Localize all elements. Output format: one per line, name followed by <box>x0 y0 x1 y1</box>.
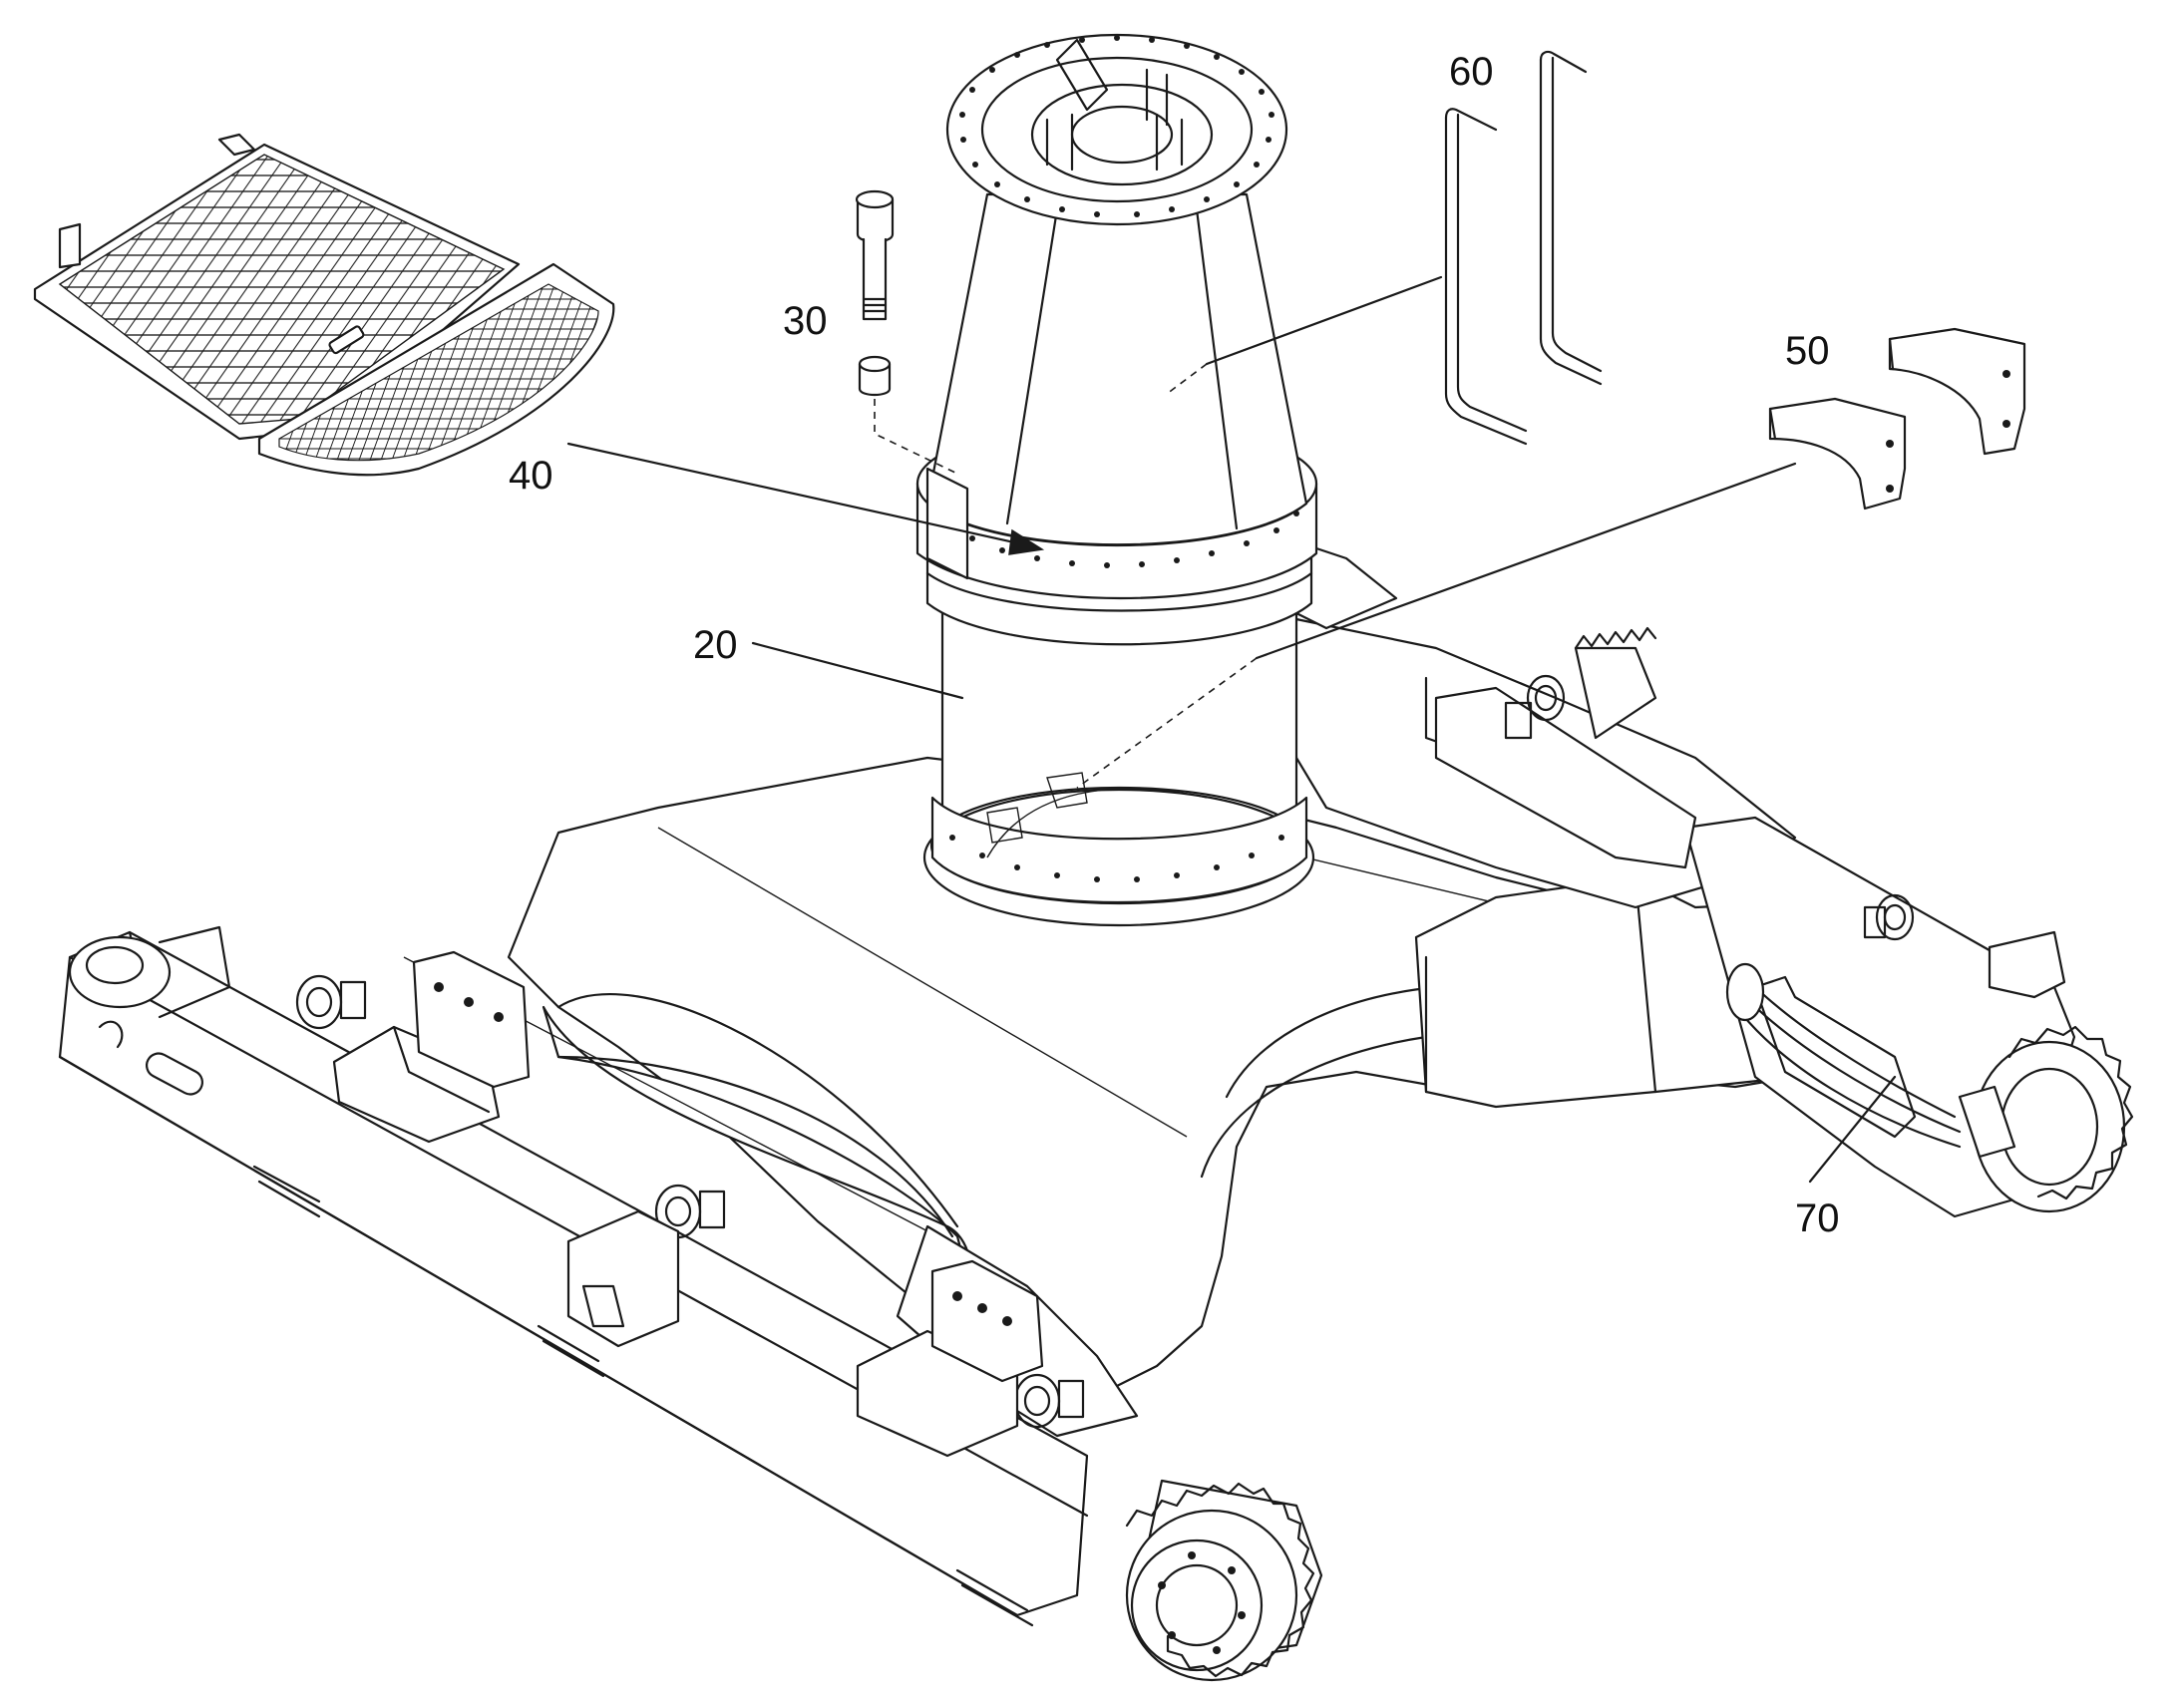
drive-sprocket-front <box>1125 1479 1323 1682</box>
right-track-frame <box>1683 816 2134 1218</box>
leader-40 <box>566 442 1034 548</box>
callout-labels: 20 30 40 50 60 70 <box>509 50 1840 1240</box>
callout-30: 30 <box>783 299 828 343</box>
leader-60 <box>1205 275 1443 366</box>
callout-70: 70 <box>1795 1196 1840 1240</box>
top-flange-bolt-holes <box>959 35 1274 217</box>
brackets-50 <box>1768 327 2026 511</box>
callout-20: 20 <box>693 623 738 667</box>
rear-track-frame <box>1434 626 1697 869</box>
bolt-30 <box>855 189 958 475</box>
arrowhead-40 <box>1008 528 1045 555</box>
upper-cone <box>925 33 1308 580</box>
grating-platform-40 <box>33 133 615 477</box>
leader-70 <box>1808 1075 1897 1184</box>
leader-20 <box>751 641 964 700</box>
left-track-components <box>295 950 1085 1458</box>
leader-50 <box>1255 462 1797 660</box>
leader-lines <box>566 275 1897 1184</box>
callout-50: 50 <box>1785 329 1830 373</box>
callout-40: 40 <box>509 454 553 498</box>
callout-60: 60 <box>1449 50 1494 94</box>
handles-60 <box>1444 50 1603 446</box>
